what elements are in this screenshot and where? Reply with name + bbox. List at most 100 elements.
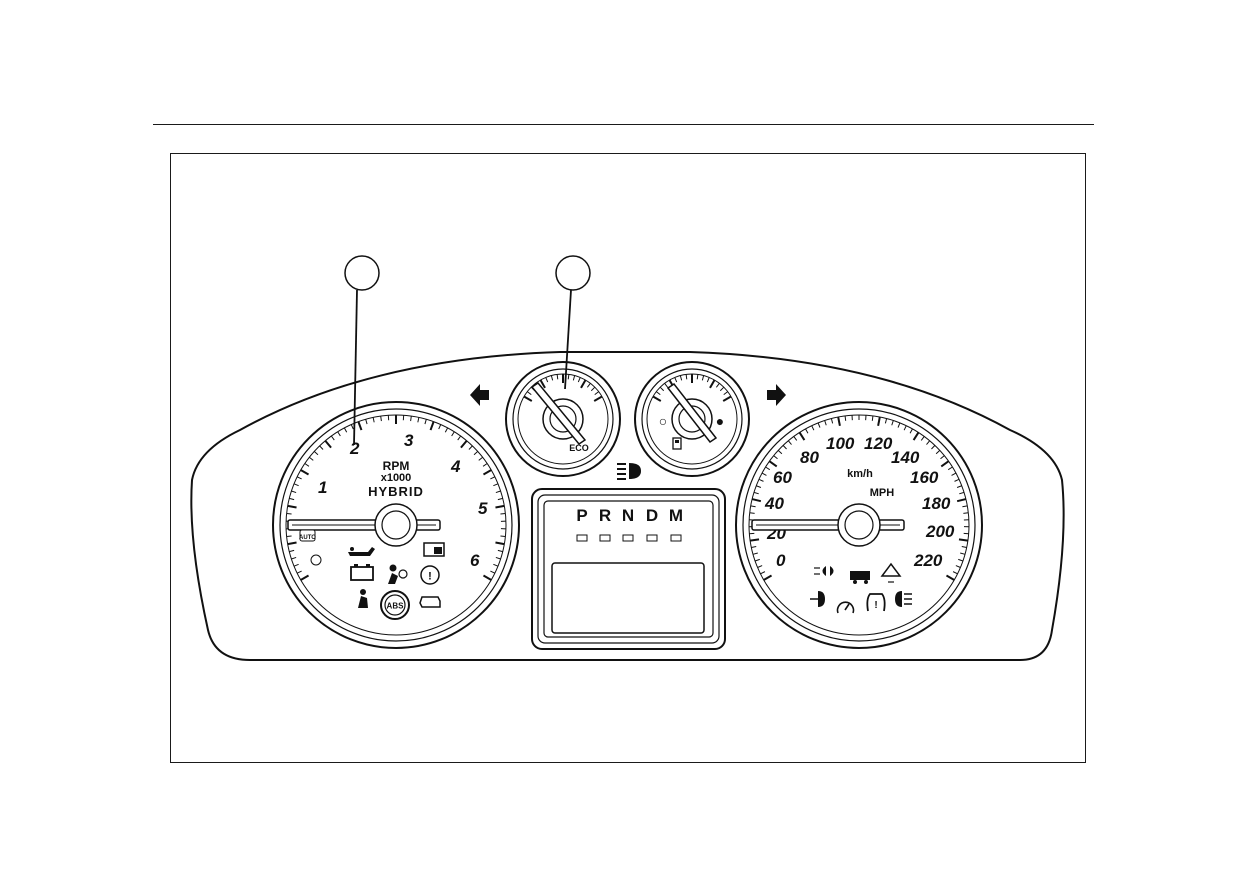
dial-tick bbox=[962, 505, 968, 508]
dial-tick bbox=[954, 478, 960, 482]
callout-1 bbox=[344, 255, 380, 446]
dial-tick bbox=[586, 382, 591, 388]
check-engine-icon bbox=[419, 596, 441, 608]
dial-tick bbox=[444, 427, 449, 433]
left-turn-arrow-icon bbox=[470, 384, 489, 406]
dial-tick bbox=[679, 375, 683, 381]
dial-tick bbox=[920, 436, 925, 441]
tach-unit-x1000: x1000 bbox=[381, 472, 412, 484]
trailer-icon bbox=[850, 571, 870, 584]
dial-tick bbox=[811, 425, 815, 431]
eco-gauge: ECO bbox=[505, 361, 621, 477]
dial-tick bbox=[749, 538, 760, 542]
dial-tick bbox=[567, 374, 570, 380]
dial-tick bbox=[749, 512, 755, 514]
dial-tick bbox=[500, 513, 506, 515]
dial-tick bbox=[757, 565, 763, 568]
dial-tick bbox=[497, 497, 503, 501]
dial-tick bbox=[490, 476, 496, 480]
speed-0: 0 bbox=[776, 551, 786, 570]
dial-tick bbox=[550, 375, 554, 381]
dial-tick bbox=[429, 421, 435, 431]
tire-pressure-icon: ! bbox=[866, 593, 886, 612]
battery-icon bbox=[350, 564, 374, 581]
dial-tick bbox=[287, 541, 297, 546]
tach-number-6: 6 bbox=[470, 551, 480, 570]
dial-tick bbox=[324, 440, 332, 449]
dial-tick bbox=[296, 476, 302, 480]
speed-180: 180 bbox=[922, 494, 951, 513]
dial-tick bbox=[723, 391, 729, 396]
door-lock-icon bbox=[423, 542, 445, 557]
dial-tick bbox=[291, 556, 297, 560]
dial-tick bbox=[798, 431, 806, 441]
speedometer: 0 20 40 60 80 80 100 120 140 160 180 200… bbox=[735, 401, 983, 649]
dial-tick bbox=[722, 395, 732, 402]
dial-tick bbox=[912, 431, 920, 441]
dial-tick bbox=[545, 377, 549, 383]
tach-number-2: 2 bbox=[349, 439, 360, 458]
dial-tick bbox=[844, 415, 847, 421]
dial-tick bbox=[773, 455, 778, 460]
speed-80: 60 bbox=[773, 468, 792, 487]
speed-200: 200 bbox=[925, 522, 955, 541]
dial-tick bbox=[871, 415, 874, 421]
dial-tick bbox=[556, 374, 559, 380]
dial-tick bbox=[756, 485, 762, 488]
dial-tick bbox=[309, 456, 314, 461]
fuel-full-mark: ● bbox=[716, 413, 724, 429]
dial-tick bbox=[380, 416, 382, 422]
dial-tick bbox=[830, 418, 834, 424]
dial-tick bbox=[478, 456, 483, 461]
speed-unit-mph: MPH bbox=[870, 487, 895, 499]
dial-tick bbox=[304, 463, 310, 467]
speed-80-label: 80 bbox=[800, 448, 819, 467]
dial-tick bbox=[438, 424, 442, 430]
dial-tick bbox=[760, 571, 766, 575]
gear-d: D bbox=[646, 506, 658, 525]
dial-tick bbox=[709, 379, 716, 389]
dial-tick bbox=[959, 491, 965, 495]
fuel-empty-mark: ○ bbox=[659, 413, 667, 429]
dial-tick bbox=[763, 574, 773, 581]
dial-tick bbox=[753, 491, 759, 495]
dial-tick bbox=[300, 469, 310, 476]
svg-text:ABS: ABS bbox=[387, 602, 405, 611]
dial-tick bbox=[655, 391, 661, 396]
indicator-light-icon bbox=[310, 554, 322, 566]
dial-tick bbox=[765, 466, 771, 471]
dial-tick bbox=[365, 419, 368, 425]
dial-tick bbox=[652, 395, 662, 402]
dial-tick bbox=[539, 379, 546, 389]
svg-text:!: ! bbox=[874, 600, 877, 611]
gear-m: M bbox=[669, 506, 683, 525]
dial-tick bbox=[761, 472, 767, 476]
dial-tick bbox=[289, 497, 295, 501]
rear-fog-icon bbox=[810, 591, 825, 607]
dial-tick bbox=[754, 558, 760, 562]
speed-40: 40 bbox=[764, 494, 784, 513]
dial-tick bbox=[960, 552, 966, 555]
dial-tick bbox=[497, 549, 503, 553]
dial-tick bbox=[752, 552, 758, 555]
tach-number-3: 3 bbox=[404, 431, 414, 450]
dial-tick bbox=[824, 420, 827, 426]
dial-tick bbox=[951, 472, 957, 476]
traction-off-icon bbox=[880, 562, 902, 583]
gear-led-n bbox=[622, 534, 634, 542]
airbag-icon bbox=[388, 564, 408, 584]
seatbelt-icon bbox=[358, 589, 368, 608]
oil-can-icon bbox=[348, 547, 375, 556]
dial-tick bbox=[287, 504, 297, 509]
dial-tick bbox=[319, 445, 324, 450]
dial-tick bbox=[343, 427, 348, 433]
speed-140: 140 bbox=[891, 448, 920, 467]
headlamp-icon bbox=[617, 463, 641, 480]
dial-tick bbox=[696, 374, 699, 380]
dial-tick bbox=[357, 421, 363, 431]
dial-tick bbox=[750, 505, 756, 508]
dial-tick bbox=[956, 498, 967, 503]
callout-2-leader bbox=[564, 289, 572, 390]
hybrid-logo: HYBRID bbox=[368, 484, 424, 499]
